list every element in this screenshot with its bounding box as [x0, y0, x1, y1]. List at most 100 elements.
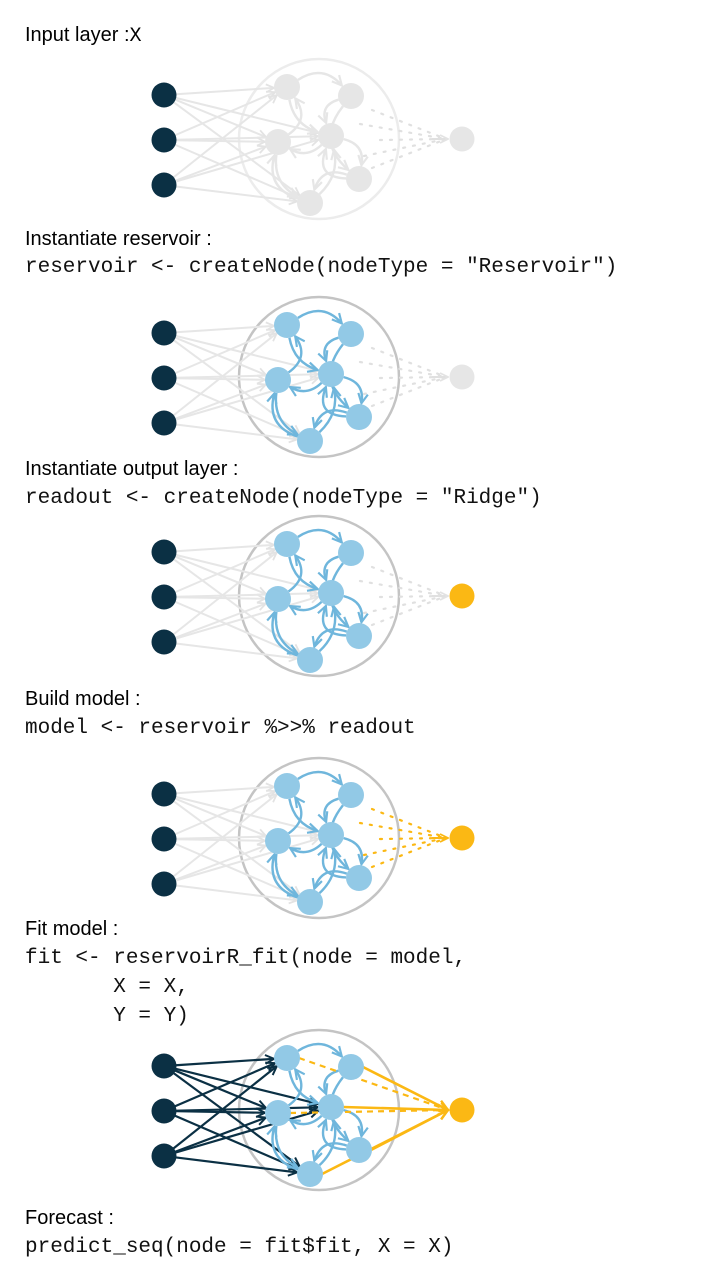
readout-node: [449, 1097, 475, 1123]
input-edge: [175, 795, 319, 832]
input-edge: [175, 553, 319, 590]
input-edge: [175, 1067, 319, 1104]
input-edge: [174, 1118, 266, 1153]
input-edge: [175, 597, 319, 640]
reservoir-edge: [297, 528, 342, 542]
readout-edge-dotted: [378, 375, 448, 380]
input-edge: [175, 787, 274, 795]
reservoir-edge: [288, 1070, 317, 1103]
input-edge: [175, 378, 319, 421]
input-edge: [172, 333, 276, 417]
reservoir-edge: [297, 309, 342, 323]
reservoir-edge: [323, 848, 347, 879]
reservoir-node: [346, 623, 372, 649]
reservoir-edge: [297, 1042, 342, 1056]
input-edge: [175, 1111, 319, 1154]
reservoir-edge: [323, 149, 347, 180]
step-title-build-model: Build model :: [25, 688, 141, 710]
code-line-fit-2: X = X,: [25, 976, 189, 999]
input-node: [151, 1098, 177, 1124]
reservoir-edge: [314, 409, 348, 427]
input-edge: [175, 334, 319, 371]
reservoir-edge: [343, 836, 362, 864]
network-diagram-2: [151, 295, 475, 459]
reservoir-edge: [324, 797, 339, 822]
reservoir-node: [346, 166, 372, 192]
readout-edge-dotted: [358, 122, 448, 141]
code-line-readout: readout <- createNode(nodeType = "Ridge"…: [25, 487, 542, 510]
input-node: [151, 365, 177, 391]
reservoir-edge: [314, 1142, 348, 1160]
reservoir-node: [265, 1100, 291, 1126]
reservoir-edge: [297, 71, 342, 85]
code-line-model: model <- reservoir %>>% readout: [25, 717, 416, 740]
readout-edge: [342, 1107, 448, 1110]
reservoir-edge: [343, 594, 362, 622]
reservoir-node: [346, 1137, 372, 1163]
reservoir-edge: [343, 137, 362, 165]
reservoir-edge: [274, 154, 298, 197]
readout-edge: [321, 1110, 448, 1176]
reservoir-edge: [324, 336, 339, 361]
readout-edge-dotted: [370, 594, 448, 627]
readout-node: [449, 583, 475, 609]
reservoir-node: [274, 531, 300, 557]
reservoir-edge: [288, 337, 317, 370]
network-diagram-5: [151, 1028, 475, 1192]
reservoir-edge: [318, 1121, 336, 1167]
readout-edge-dotted: [370, 807, 448, 840]
input-edge: [174, 1063, 275, 1108]
input-edge: [174, 549, 275, 594]
reservoir-node: [297, 428, 323, 454]
reservoir-edge: [318, 388, 336, 434]
readout-node: [449, 364, 475, 390]
input-edge: [174, 381, 298, 436]
input-edge: [174, 846, 266, 881]
input-edge: [175, 593, 318, 596]
reservoir-node: [297, 1161, 323, 1187]
network-diagram-3: [151, 514, 475, 678]
input-edge: [172, 552, 276, 636]
reservoir-edge: [287, 1069, 302, 1107]
input-node: [151, 781, 177, 807]
input-edge: [175, 835, 318, 838]
input-edge: [172, 95, 276, 179]
reservoir-node: [346, 404, 372, 430]
step-title-output-layer: Instantiate output layer :: [25, 458, 239, 480]
reservoir-node: [274, 1045, 300, 1071]
reservoir-edge: [288, 99, 317, 132]
reservoir-node: [318, 822, 344, 848]
input-edge: [174, 92, 275, 137]
reservoir-edge: [323, 387, 347, 418]
input-edge: [172, 1066, 276, 1150]
input-edge: [175, 1059, 274, 1067]
input-edge: [174, 385, 266, 420]
reservoir-node: [297, 647, 323, 673]
reservoir-edge: [324, 555, 339, 580]
input-node: [151, 82, 177, 108]
input-edge: [175, 423, 297, 439]
input-edge: [174, 604, 266, 639]
input-node: [151, 1143, 177, 1169]
readout-edge-dotted: [370, 375, 448, 408]
readout-edge-dashed: [289, 1110, 448, 1113]
input-edge: [174, 797, 266, 836]
input-edge: [175, 545, 274, 553]
input-node: [151, 584, 177, 610]
reservoir-edge: [288, 556, 317, 589]
reservoir-edge: [274, 611, 298, 654]
readout-edge-dotted: [358, 579, 448, 598]
readout-edge-dotted: [370, 565, 448, 598]
input-edge: [174, 600, 298, 655]
reservoir-edge: [324, 1069, 339, 1094]
reservoir-edge: [297, 770, 342, 784]
input-edge: [174, 330, 275, 375]
reservoir-edge: [287, 797, 302, 835]
input-edge: [174, 98, 266, 137]
reservoir-node: [265, 586, 291, 612]
reservoir-node: [338, 321, 364, 347]
readout-edge-dotted: [378, 836, 448, 841]
reservoir-edge: [287, 98, 302, 136]
input-edge: [175, 839, 319, 882]
input-node: [151, 871, 177, 897]
